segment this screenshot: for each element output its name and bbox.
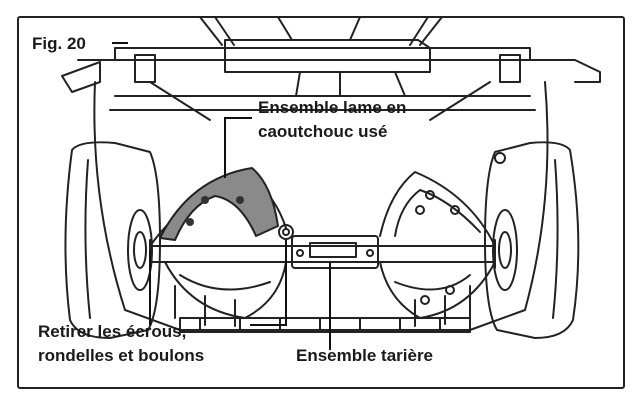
callout-remove-hardware-line2: rondelles et boulons [38, 346, 205, 365]
figure-border [17, 16, 625, 389]
worn-rubber-blade [159, 167, 279, 241]
top-crossbar [114, 47, 531, 61]
scraper-bar [179, 317, 471, 333]
callout-auger-assembly: Ensemble tarière [296, 346, 434, 365]
auger-shaft [149, 245, 496, 263]
right-auger-paddle [379, 171, 496, 247]
leader-hardware-bolt [250, 240, 287, 326]
leader-blade [224, 117, 252, 178]
figure-number: Fig. 20 [28, 34, 90, 54]
callout-worn-blade-line1: Ensemble lame en [258, 98, 407, 117]
callout-worn-blade-line2: caoutchouc usé [258, 122, 388, 141]
callout-remove-hardware-line1: Retirer les écrous, [38, 322, 187, 341]
left-wheel [64, 141, 161, 339]
auger-housing [93, 81, 549, 331]
right-wheel [484, 141, 580, 339]
center-gearbox [291, 235, 379, 269]
